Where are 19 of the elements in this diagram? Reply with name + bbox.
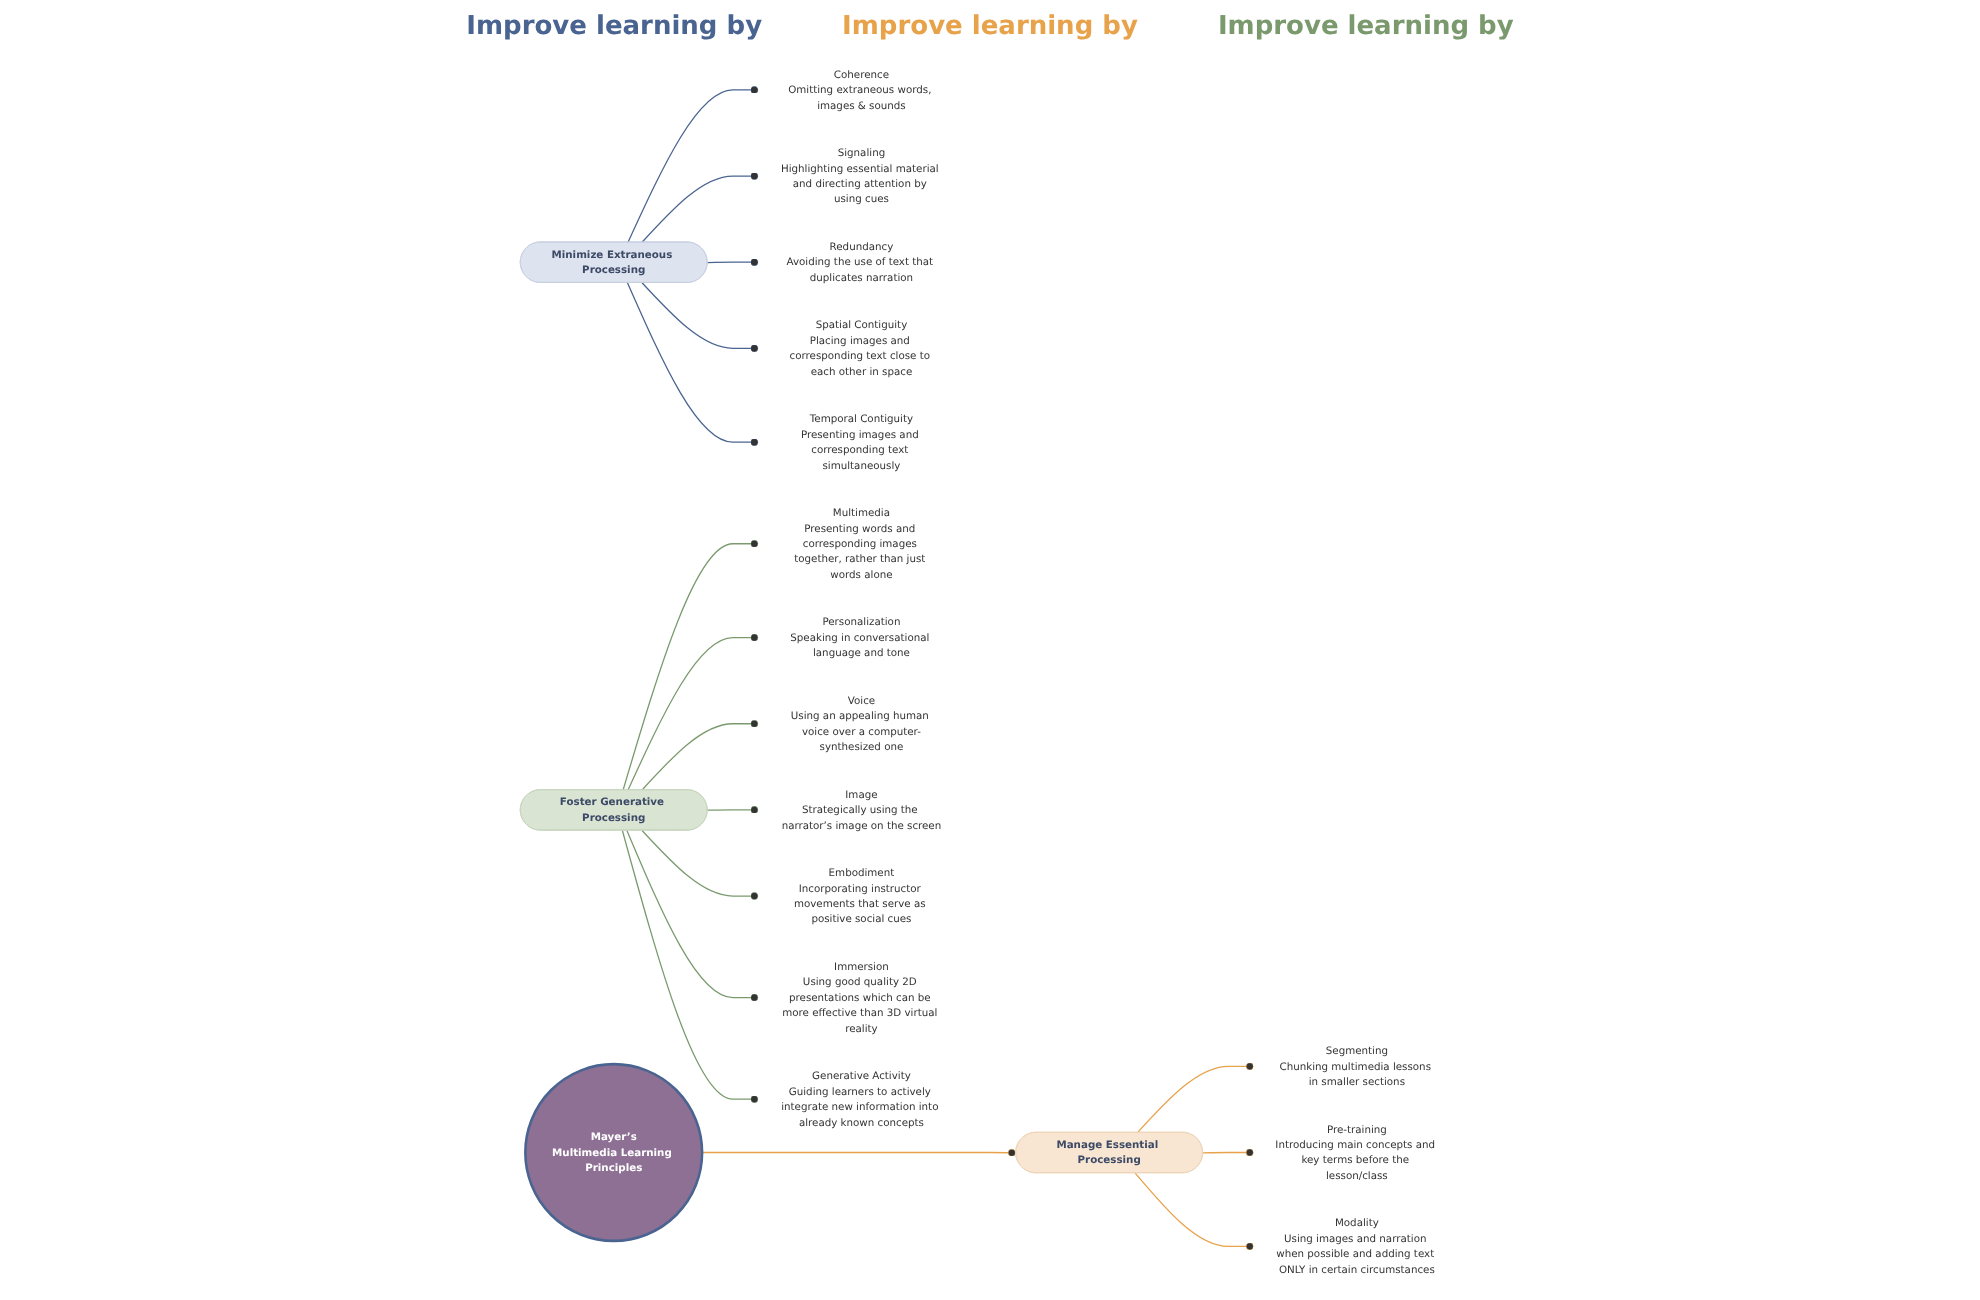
connector <box>641 829 760 900</box>
connector <box>627 633 760 791</box>
connector <box>706 806 760 814</box>
connector <box>641 172 760 243</box>
connector <box>1134 1172 1255 1251</box>
connector <box>641 282 760 353</box>
connector <box>627 86 760 243</box>
connector <box>641 719 760 791</box>
connector <box>1136 1062 1255 1134</box>
connector <box>626 829 760 1002</box>
connector <box>622 539 760 791</box>
side-label: Improve learning by <box>1217 11 1514 41</box>
connector <box>1202 1148 1255 1157</box>
connector <box>706 258 760 267</box>
side-label: Improve learning by <box>842 11 1138 41</box>
side-label: Improve learning by <box>466 11 763 41</box>
connector <box>626 282 760 447</box>
connector <box>621 829 760 1104</box>
connector <box>701 1148 1017 1157</box>
